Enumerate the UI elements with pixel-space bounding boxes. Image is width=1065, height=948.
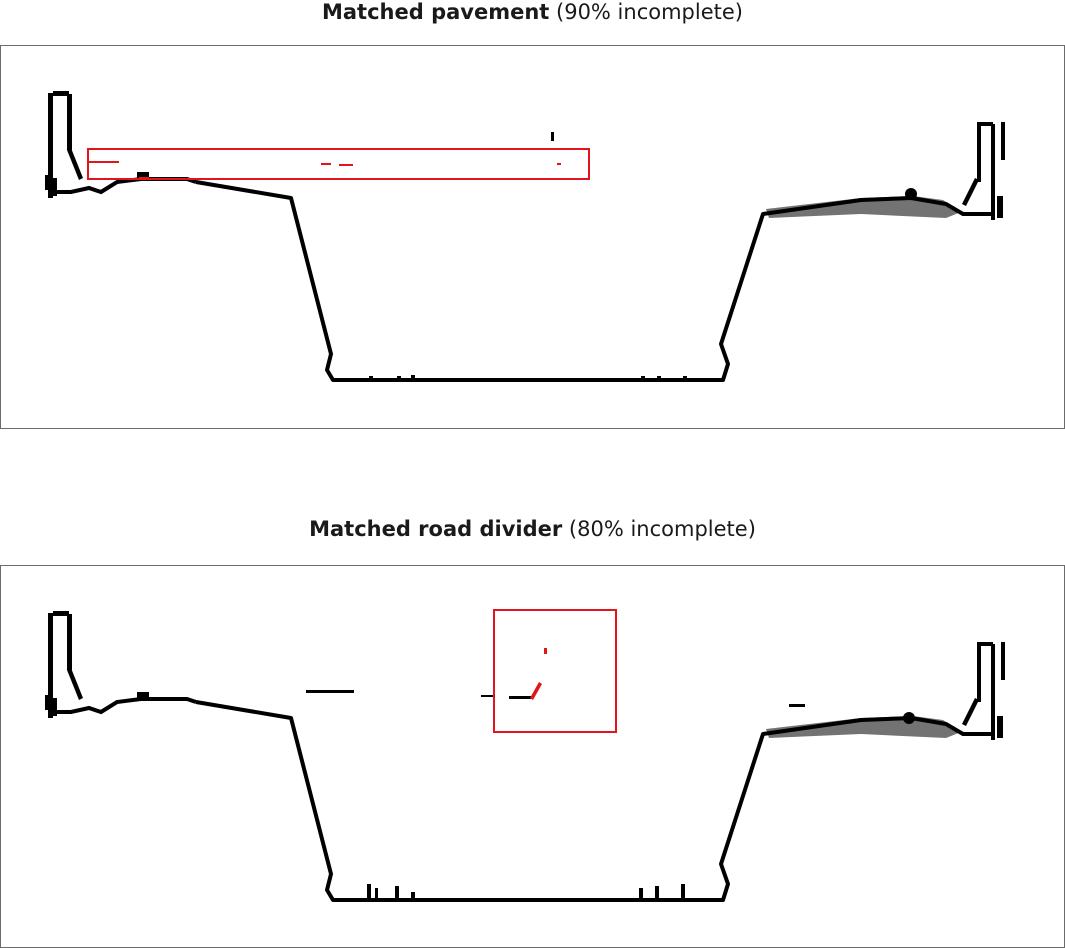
road-divider-panel <box>0 565 1065 948</box>
highlight-box <box>87 148 590 180</box>
small-mark <box>551 132 554 141</box>
right-kerb-block <box>903 712 915 724</box>
left-wall <box>45 611 83 718</box>
road-divider-cross-section <box>45 609 1005 902</box>
right-wall <box>962 122 1005 220</box>
highlight-box <box>493 609 617 733</box>
left-ledge <box>51 697 197 715</box>
panel-title-subtitle: (80% incomplete) <box>568 517 756 541</box>
right-kerb-block <box>905 188 917 200</box>
left-wall <box>45 91 83 198</box>
right-wall <box>962 642 1005 740</box>
scatter-fragments <box>306 690 805 707</box>
panel-title-road-divider: Matched road divider (80% incomplete) <box>0 516 1065 542</box>
right-shoulder <box>766 196 961 218</box>
left-kerb-block <box>137 692 149 700</box>
left-kerb-block <box>137 172 149 180</box>
panel-title-bold: Matched road divider <box>309 517 563 541</box>
right-shoulder <box>766 716 961 738</box>
panel-title-bold: Matched pavement <box>321 0 550 24</box>
matched-points <box>89 161 561 179</box>
pavement-cross-section <box>45 91 1005 382</box>
pavement-panel <box>0 45 1065 429</box>
panel-title-subtitle: (90% incomplete) <box>556 0 743 24</box>
matched-points <box>530 648 547 700</box>
base-marks <box>369 375 687 379</box>
base-marks <box>367 884 685 898</box>
panel-title-pavement: Matched pavement (90% incomplete) <box>0 0 1065 25</box>
left-ledge <box>51 177 197 195</box>
